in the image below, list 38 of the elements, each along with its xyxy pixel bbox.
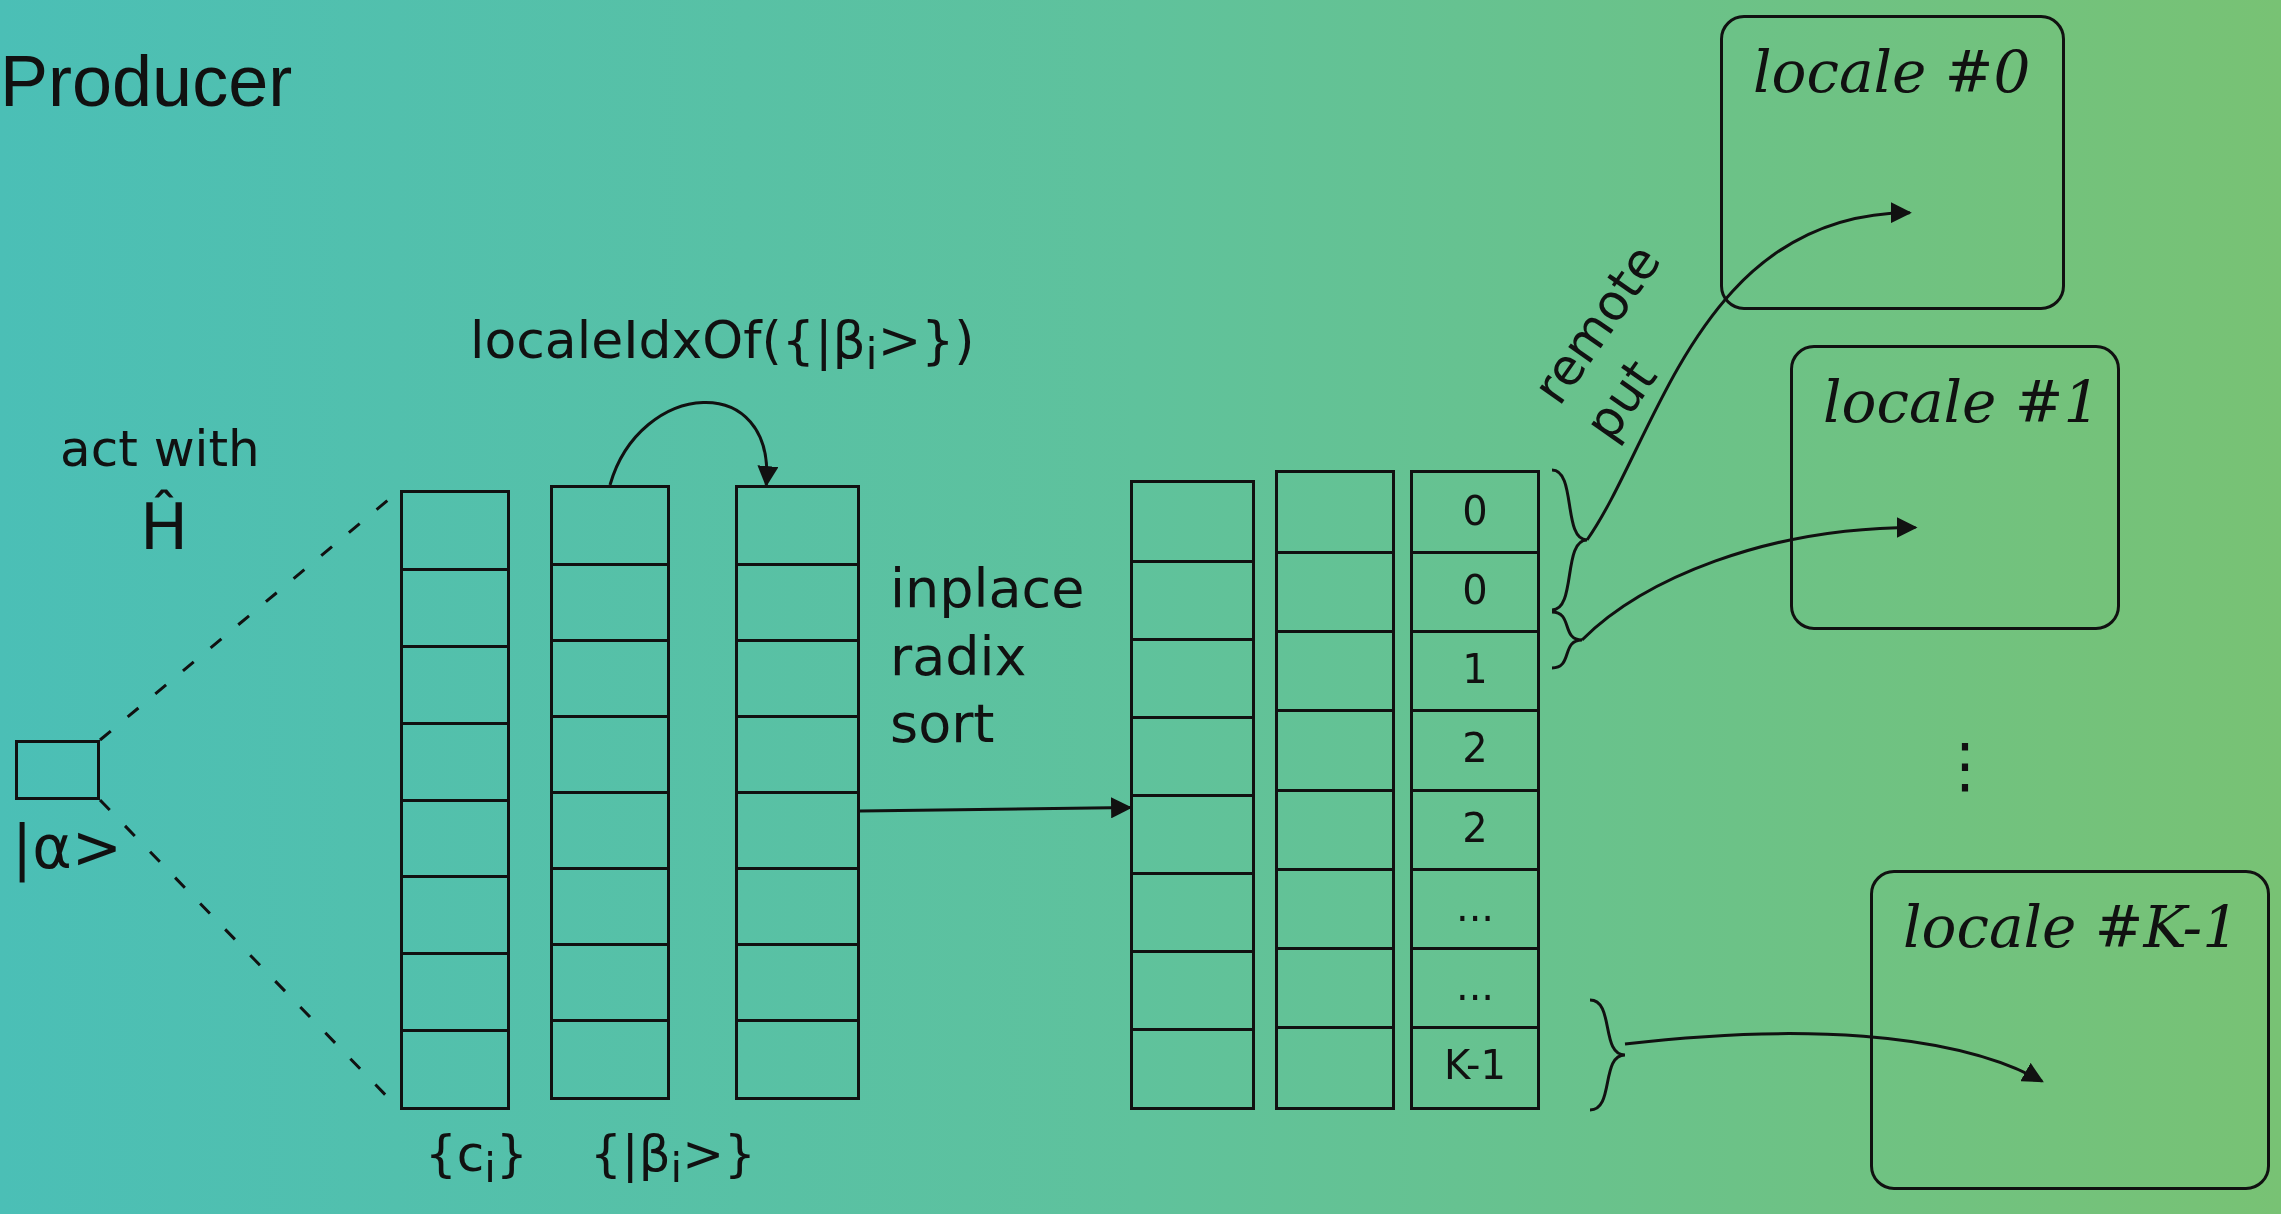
cell-value: 1 <box>1461 646 1489 693</box>
arrow <box>1624 1032 2044 1083</box>
array-column <box>1410 470 1540 1110</box>
cell-value: ... <box>1454 883 1496 930</box>
annotation: act with <box>60 420 260 478</box>
array-caption: |α> <box>12 812 123 882</box>
arrow <box>608 401 777 488</box>
locale-box <box>1720 15 2065 310</box>
locale-box <box>1790 345 2120 630</box>
locale-box <box>1870 870 2270 1190</box>
array-column <box>400 490 510 1110</box>
state-box <box>15 740 100 800</box>
array-column <box>735 485 860 1100</box>
edge-label: localeIdxOf({|β$_{i}$>}) <box>470 310 975 380</box>
locale-title: locale #0 <box>1753 38 2031 106</box>
array-caption: {|β$_{i}$>} <box>590 1125 756 1192</box>
locale-title: locale #1 <box>1823 368 2101 436</box>
cell-value: 0 <box>1461 487 1489 534</box>
array-column <box>1130 480 1255 1110</box>
brace <box>1551 610 1584 670</box>
edge-label: inplace radix sort <box>890 556 1086 757</box>
ellipsis-mark: ⋮ <box>1935 730 1995 800</box>
title: Producer <box>0 40 293 122</box>
cell-value: K-1 <box>1443 1042 1507 1089</box>
array-column <box>550 485 670 1100</box>
arrow <box>1581 517 1918 642</box>
cell-value: ... <box>1454 963 1496 1010</box>
brace <box>1551 468 1589 612</box>
cell-value: 0 <box>1461 566 1489 613</box>
cell-value: 2 <box>1461 804 1489 851</box>
locale-title: locale #K-1 <box>1903 893 2240 961</box>
annotation: Ĥ <box>140 490 189 564</box>
brace <box>1589 998 1627 1112</box>
arrow <box>1585 203 1912 541</box>
cell-value: 2 <box>1461 725 1489 772</box>
arrow <box>859 797 1133 819</box>
array-caption: {c$_{i}$} <box>425 1125 528 1192</box>
array-column <box>1275 470 1395 1110</box>
